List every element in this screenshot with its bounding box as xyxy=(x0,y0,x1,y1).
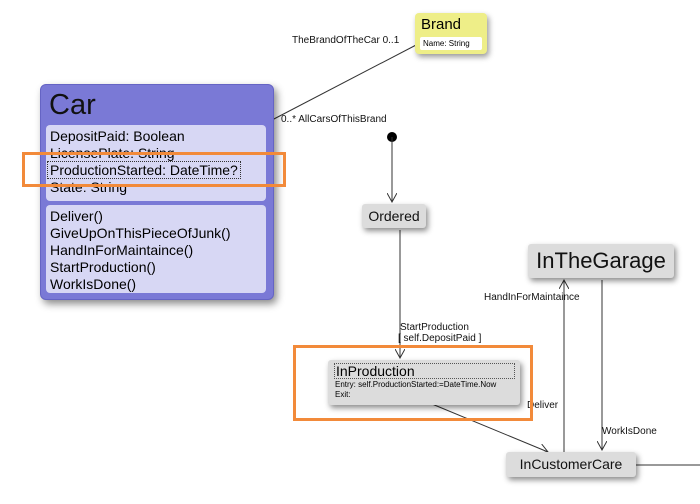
operation-work-is-done[interactable]: WorkIsDone() xyxy=(50,276,137,292)
association-role-brand: TheBrandOfTheCar 0..1 xyxy=(292,35,400,46)
operation-start-production[interactable]: StartProduction() xyxy=(50,259,156,275)
transition-deliver[interactable] xyxy=(431,403,548,452)
label-start-production: StartProduction xyxy=(400,322,469,333)
operation-deliver[interactable]: Deliver() xyxy=(50,208,103,224)
highlight-production-started xyxy=(22,152,286,187)
car-class[interactable]: Car DepositPaid: Boolean LicensePlate: S… xyxy=(40,84,274,300)
label-start-production-guard: [ self.DepositPaid ] xyxy=(398,333,482,344)
state-in-customer-care[interactable]: InCustomerCare xyxy=(506,452,636,477)
attribute-production-started[interactable]: ProductionStarted: DateTime? xyxy=(47,161,241,179)
association-line[interactable] xyxy=(271,43,419,121)
label-deliver: Deliver xyxy=(527,400,559,411)
state-in-production[interactable]: InProduction Entry: self.ProductionStart… xyxy=(328,360,520,405)
brand-class-title: Brand xyxy=(421,16,462,33)
association-role-cars: 0..* AllCarsOfThisBrand xyxy=(281,114,387,125)
label-work-is-done: WorkIsDone xyxy=(602,426,657,437)
state-in-the-garage[interactable]: InTheGarage xyxy=(528,244,674,278)
car-class-title: Car xyxy=(49,89,96,121)
attribute-production-started-row[interactable]: ProductionStarted: DateTime? xyxy=(47,161,241,179)
brand-attribute-name[interactable]: Name: String xyxy=(420,37,482,50)
car-operations-compartment: Deliver() GiveUpOnThisPieceOfJunk() Hand… xyxy=(46,205,266,293)
state-exit-action: Exit: xyxy=(335,390,351,399)
state-in-production-title[interactable]: InProduction xyxy=(334,363,515,379)
operation-hand-in[interactable]: HandInForMaintaince() xyxy=(50,242,194,258)
highlight-in-production xyxy=(293,345,533,421)
state-ordered[interactable]: Ordered xyxy=(362,204,426,228)
attribute-state[interactable]: State: String xyxy=(50,179,128,195)
attribute-deposit-paid[interactable]: DepositPaid: Boolean xyxy=(50,128,185,144)
operation-give-up[interactable]: GiveUpOnThisPieceOfJunk() xyxy=(50,225,231,241)
brand-class[interactable]: Brand Name: String xyxy=(415,13,487,54)
state-entry-action: Entry: self.ProductionStarted:=DateTime.… xyxy=(335,380,497,389)
label-hand-in: HandInForMaintaince xyxy=(484,292,580,303)
